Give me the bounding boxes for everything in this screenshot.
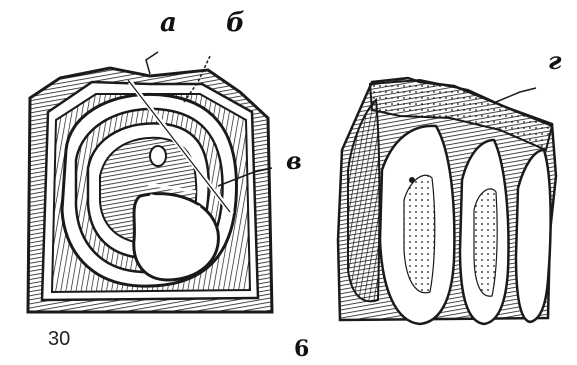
inner-node [150, 146, 166, 166]
figure-part-label: 6 [294, 336, 309, 362]
label-v: в [286, 146, 302, 175]
leader-a [146, 52, 158, 74]
label-b: б [226, 8, 245, 38]
page-number: 30 [48, 328, 70, 351]
label-a: а [160, 8, 177, 38]
pillar-dot [409, 177, 415, 183]
pillar-1-inner [404, 175, 435, 293]
pillar-2-inner [474, 189, 497, 296]
molar-exterior-drawing [338, 78, 556, 324]
pillar-3 [516, 150, 551, 322]
tooth-section-drawing [28, 52, 272, 312]
label-g: г [548, 46, 562, 75]
leader-g [496, 88, 536, 102]
